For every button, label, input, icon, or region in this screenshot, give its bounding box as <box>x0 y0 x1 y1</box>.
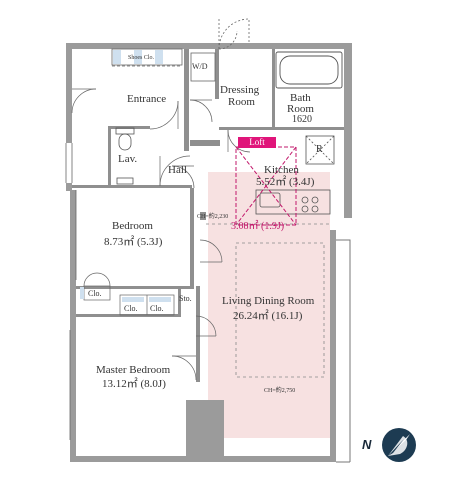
shoes-closet-label: Shoes Clo. <box>128 55 155 61</box>
closet-fills <box>80 287 171 302</box>
living-floor-shade <box>208 172 330 438</box>
exterior-walls <box>66 43 352 462</box>
master-bedroom-label: Master Bedroom <box>96 364 171 376</box>
closet-master-label-1: Clo. <box>124 304 138 313</box>
dressing-room-label-1: Dressing <box>220 84 260 96</box>
interior-walls <box>72 49 344 382</box>
kitchen-label: Kitchen <box>264 164 299 176</box>
bath-size-label: 1620 <box>292 114 312 125</box>
loft-area: 3.08㎡ (1.9J) <box>231 221 285 232</box>
refrigerator-label: R <box>316 144 323 155</box>
closet-master-label-2: Clo. <box>150 304 164 313</box>
wd-box <box>190 52 216 82</box>
north-label: N <box>362 437 372 452</box>
shoes-closet-fill <box>113 50 163 64</box>
kitchen-area: 5.52㎡ (3.4J) <box>256 176 315 188</box>
living-dining-label: Living Dining Room <box>222 295 315 307</box>
bath-room-label-2: Room <box>287 103 314 115</box>
entry-door <box>218 18 250 50</box>
closet-bedroom-label: Clo. <box>88 289 102 298</box>
storage-label: Sto. <box>179 294 192 303</box>
refrigerator-box <box>305 135 335 165</box>
entrance-label: Entrance <box>127 93 167 105</box>
living-dining-area: 26.24㎡ (16.1J) <box>233 310 303 322</box>
toilet <box>115 127 135 185</box>
bath-tub <box>275 51 343 89</box>
compass-icon <box>382 428 416 462</box>
wd-label: W/D <box>192 62 208 71</box>
kitchen-counter <box>255 189 331 215</box>
dressing-room-label-2: Room <box>228 96 255 108</box>
door-swings <box>71 88 251 381</box>
ceiling-height-living: CH=約2,750 <box>264 388 296 394</box>
bedroom-area: 8.73㎡ (5.3J) <box>104 236 163 248</box>
loft-label: Loft <box>238 137 276 148</box>
lav-label: Lav. <box>118 153 138 165</box>
bedroom-label: Bedroom <box>112 220 153 232</box>
balcony <box>336 239 351 463</box>
windows <box>65 143 77 440</box>
ceiling-height-small: CH=約2,230 <box>197 214 229 220</box>
master-bedroom-area: 13.12㎡ (8.0J) <box>102 378 166 390</box>
ceiling-zone <box>206 223 330 378</box>
bath-room-label-1: Bath <box>290 92 311 104</box>
shoes-closet-shape <box>111 48 183 67</box>
hall-label: Hall <box>168 164 187 176</box>
